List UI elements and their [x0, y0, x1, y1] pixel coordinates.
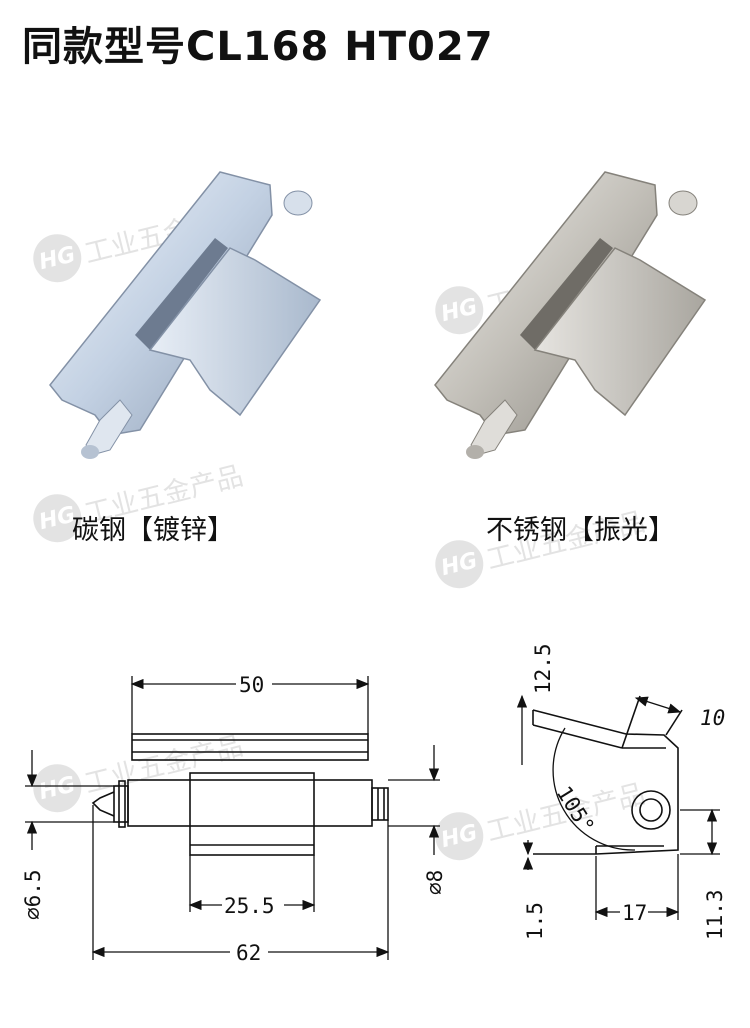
hinge-photo-zinc: [49, 171, 322, 459]
dim-barrel-diameter: ⌀8: [423, 870, 447, 895]
dim-overall-width: 50: [239, 673, 264, 697]
dim-total-length: 62: [236, 941, 261, 965]
dim-angle: 105°: [552, 782, 599, 838]
dim-pin-diameter: ⌀6.5: [21, 869, 45, 920]
dim-thickness: 1.5: [523, 902, 547, 940]
product-caption-zinc: 碳钢【镀锌】: [72, 515, 234, 546]
dim-leaf-width: 25.5: [224, 894, 275, 918]
product-caption-stainless: 不锈钢【振光】: [486, 515, 675, 546]
front-view: [91, 733, 389, 856]
dim-leaf-offset: 10: [700, 706, 725, 730]
dim-hole-height: 11.3: [703, 889, 727, 940]
technical-drawing: 50 25.5 62 ⌀6.5 ⌀8 12.5 10 105° 1.5: [21, 643, 727, 965]
page-title: 同款型号CL168 HT027: [22, 24, 494, 70]
dim-side-height: 12.5: [531, 643, 555, 694]
side-view: [532, 695, 683, 855]
front-view-dimensions: [25, 676, 440, 960]
dim-depth: 17: [622, 901, 647, 925]
hinge-photo-stainless: [434, 171, 707, 459]
watermark-logo-icon: HG: [430, 535, 489, 594]
side-view-dimensions: [516, 694, 720, 920]
